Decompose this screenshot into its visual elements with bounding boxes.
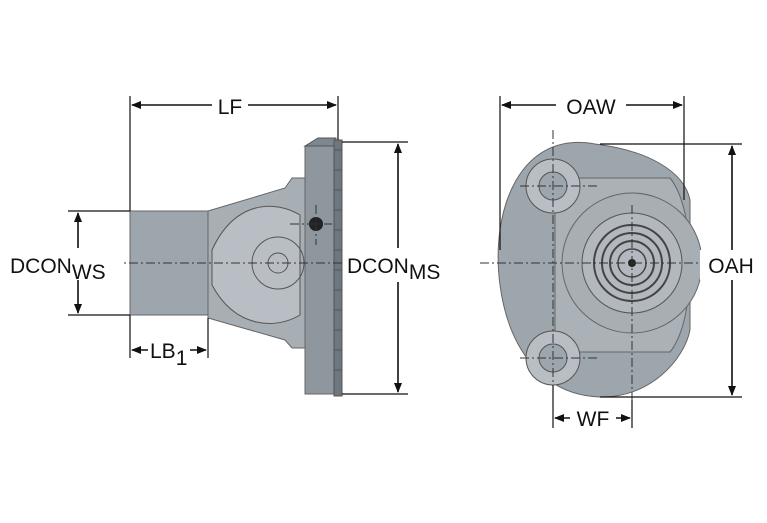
svg-text:LB1: LB1 [150, 340, 187, 370]
dimension-oah: OAH [600, 143, 762, 398]
label-wf: WF [577, 408, 610, 431]
label-lb1-sub: 1 [176, 347, 188, 370]
label-dcon-ms-sub: MS [409, 261, 441, 284]
flange [304, 145, 336, 395]
label-dcon-ms: DCON [347, 255, 409, 278]
label-oah: OAH [708, 255, 754, 278]
side-view [112, 137, 352, 397]
flange-top-step [303, 137, 337, 147]
serrated-face [333, 139, 343, 397]
label-dcon-ws: DCON [10, 255, 72, 278]
label-dcon-ws-sub: WS [72, 261, 106, 284]
label-oaw: OAW [566, 96, 616, 119]
dimension-wf: WF [552, 385, 633, 431]
svg-text:DCONMS: DCONMS [347, 255, 440, 284]
label-lb1: LB [150, 340, 176, 363]
svg-text:DCONWS: DCONWS [10, 255, 106, 284]
dimension-dcon-ms: DCONMS [342, 141, 463, 395]
label-lf: LF [218, 96, 243, 119]
dimension-oaw: OAW [499, 92, 685, 250]
dimension-lf: LF [129, 92, 339, 211]
front-view [480, 130, 705, 420]
neck-lug [211, 205, 301, 324]
dimension-lb1: LB1 [129, 315, 209, 370]
serration-teeth [334, 149, 342, 371]
dimension-dcon-ws: DCONWS [8, 210, 130, 316]
